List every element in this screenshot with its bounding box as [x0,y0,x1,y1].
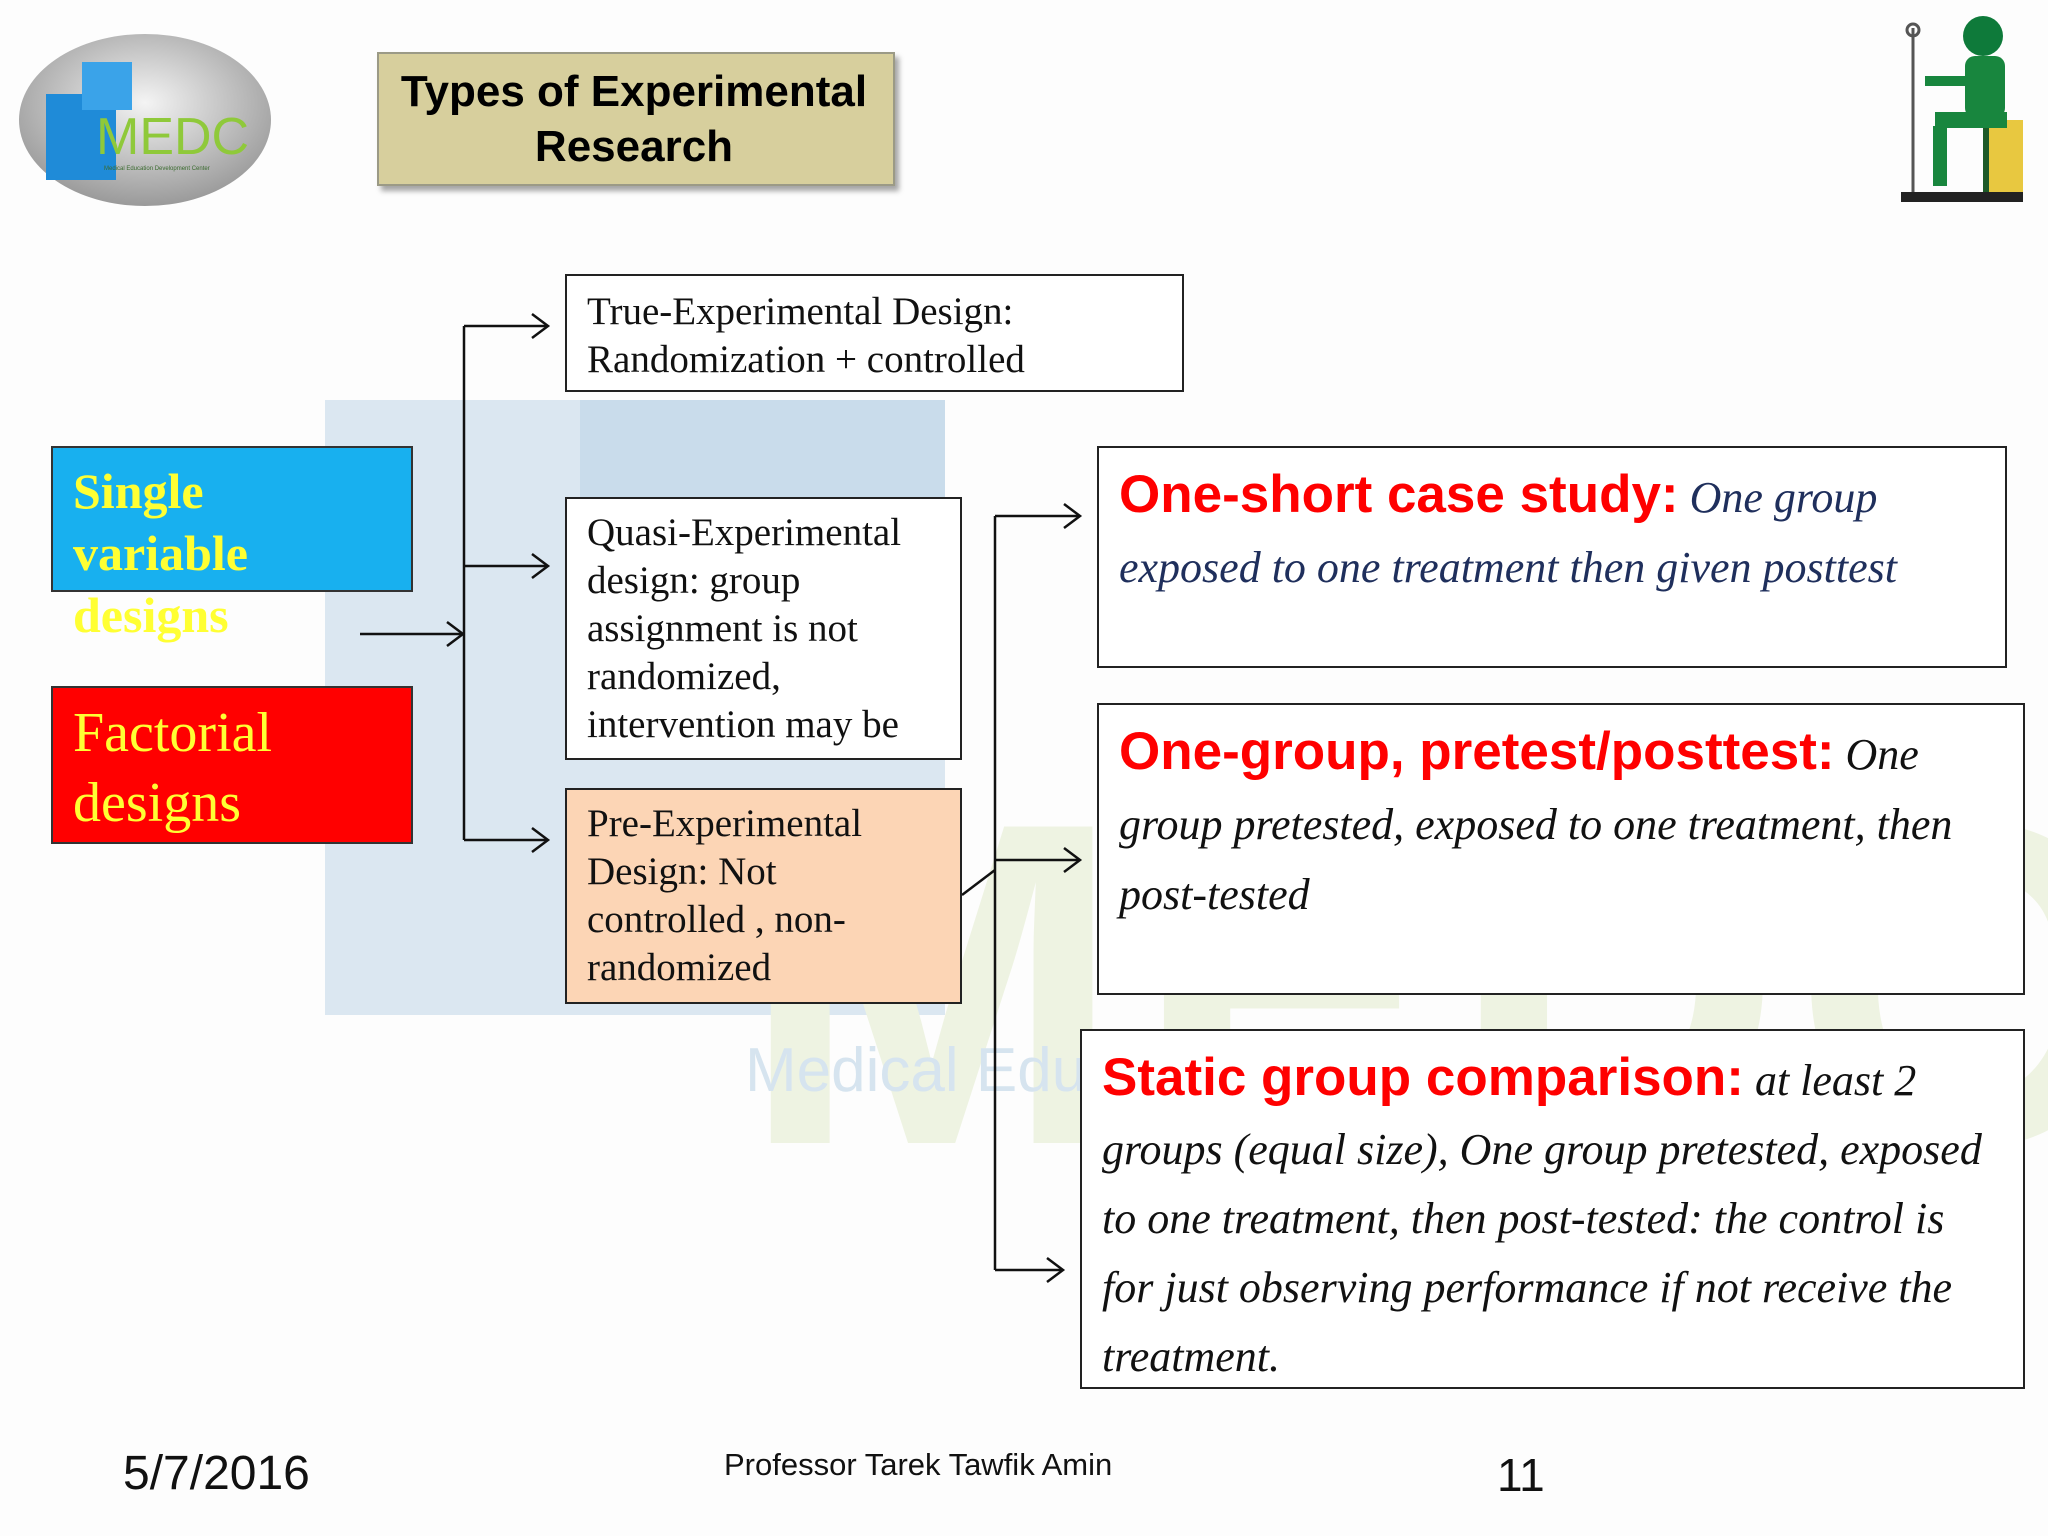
static-group-comparison-box: Static group comparison: at least 2 grou… [1080,1029,2025,1389]
one-shot-body: One group exposed to one treatment then … [1119,473,1897,592]
static-group-body: at least 2 groups (equal size), One grou… [1102,1056,1982,1381]
title-box [377,52,895,186]
page-number: 11 [1497,1449,1545,1501]
quasi-experimental-box: Quasi-Experimental design: group assignm… [565,497,962,760]
true-experimental-box: True-Experimental Design: Randomization … [565,274,1184,392]
one-group-body: One group pretested, exposed to one trea… [1119,730,1953,919]
static-group-heading: Static group comparison: [1102,1048,1744,1107]
seated-pharaoh-icon [1901,16,2023,202]
one-group-heading: One-group, pretest/posttest: [1119,722,1835,781]
logo-text: MEDC [96,108,249,166]
logo-square-accent-icon [82,62,132,110]
factorial-designs-box: Factorial designs [51,686,413,844]
page-title: Types of Experimental Research [400,67,868,171]
one-shot-heading: One-short case study: [1119,465,1679,524]
footer-date: 5/7/2016 [123,1447,310,1500]
one-group-pretest-posttest-box: One-group, pretest/posttest: One group p… [1097,703,2025,995]
logo-subtext: Medical Education Development Center [104,166,210,172]
single-variable-designs-box: Single variable designs [51,446,413,643]
footer-author: Professor Tarek Tawfik Amin [724,1447,1113,1482]
medc-logo: MEDC Medical Education Development Cente… [19,34,271,206]
pre-experimental-box: Pre-Experimental Design: Not controlled … [565,788,962,1004]
one-shot-case-study-box: One-short case study: One group exposed … [1097,446,2007,668]
